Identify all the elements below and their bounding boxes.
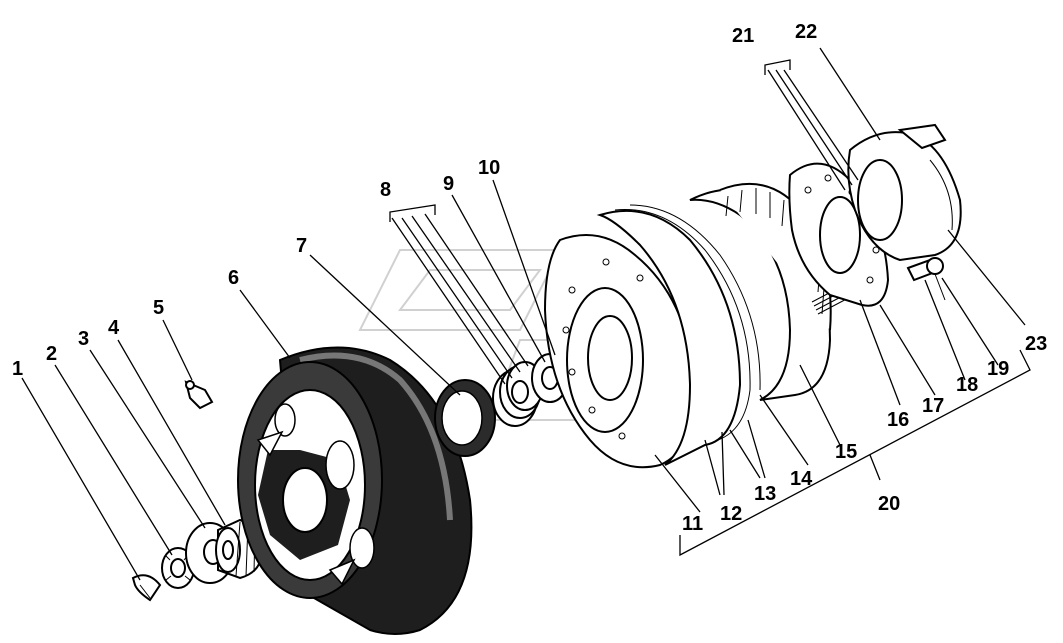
callout-13: 13	[754, 483, 776, 505]
callout-2: 2	[46, 343, 57, 365]
callout-6: 6	[228, 267, 239, 289]
callout-4: 4	[108, 317, 120, 339]
callout-18: 18	[956, 374, 978, 396]
callout-11: 11	[682, 513, 703, 535]
callout-16: 16	[887, 409, 909, 431]
callout-labels: 1 2 3 4 5 6 7 8 9 10 11 12 13 14 15 16 1…	[12, 21, 1047, 535]
callout-3: 3	[78, 328, 89, 350]
callout-9: 9	[443, 173, 454, 195]
callout-14: 14	[790, 468, 813, 490]
part-1-cotter-pin	[131, 574, 162, 602]
callout-1: 1	[12, 358, 23, 380]
bracket-21	[764, 59, 791, 75]
part-12-13-friction-discs	[596, 204, 761, 466]
callout-17: 17	[922, 395, 944, 417]
callout-21: 21	[732, 25, 754, 47]
part-5-grease-fitting	[184, 380, 214, 410]
callout-5: 5	[153, 297, 164, 319]
part-6-brake-drum	[237, 346, 473, 635]
callout-22: 22	[795, 21, 817, 43]
bracket-20	[679, 349, 1031, 557]
part-22-23-housing	[847, 123, 962, 262]
callout-7: 7	[296, 235, 307, 257]
callout-10: 10	[478, 157, 500, 179]
callout-8: 8	[380, 179, 391, 201]
part-7-seal-ring	[434, 379, 496, 457]
part-18-19-bolt	[906, 257, 946, 301]
callout-19: 19	[987, 358, 1009, 380]
callout-23: 23	[1025, 333, 1047, 355]
bracket-8	[389, 204, 436, 222]
callout-20: 20	[878, 493, 900, 515]
callout-12: 12	[720, 503, 742, 525]
callout-15: 15	[835, 441, 857, 463]
leader-lines	[21, 47, 1026, 581]
part-11-hub-plate	[543, 234, 697, 469]
